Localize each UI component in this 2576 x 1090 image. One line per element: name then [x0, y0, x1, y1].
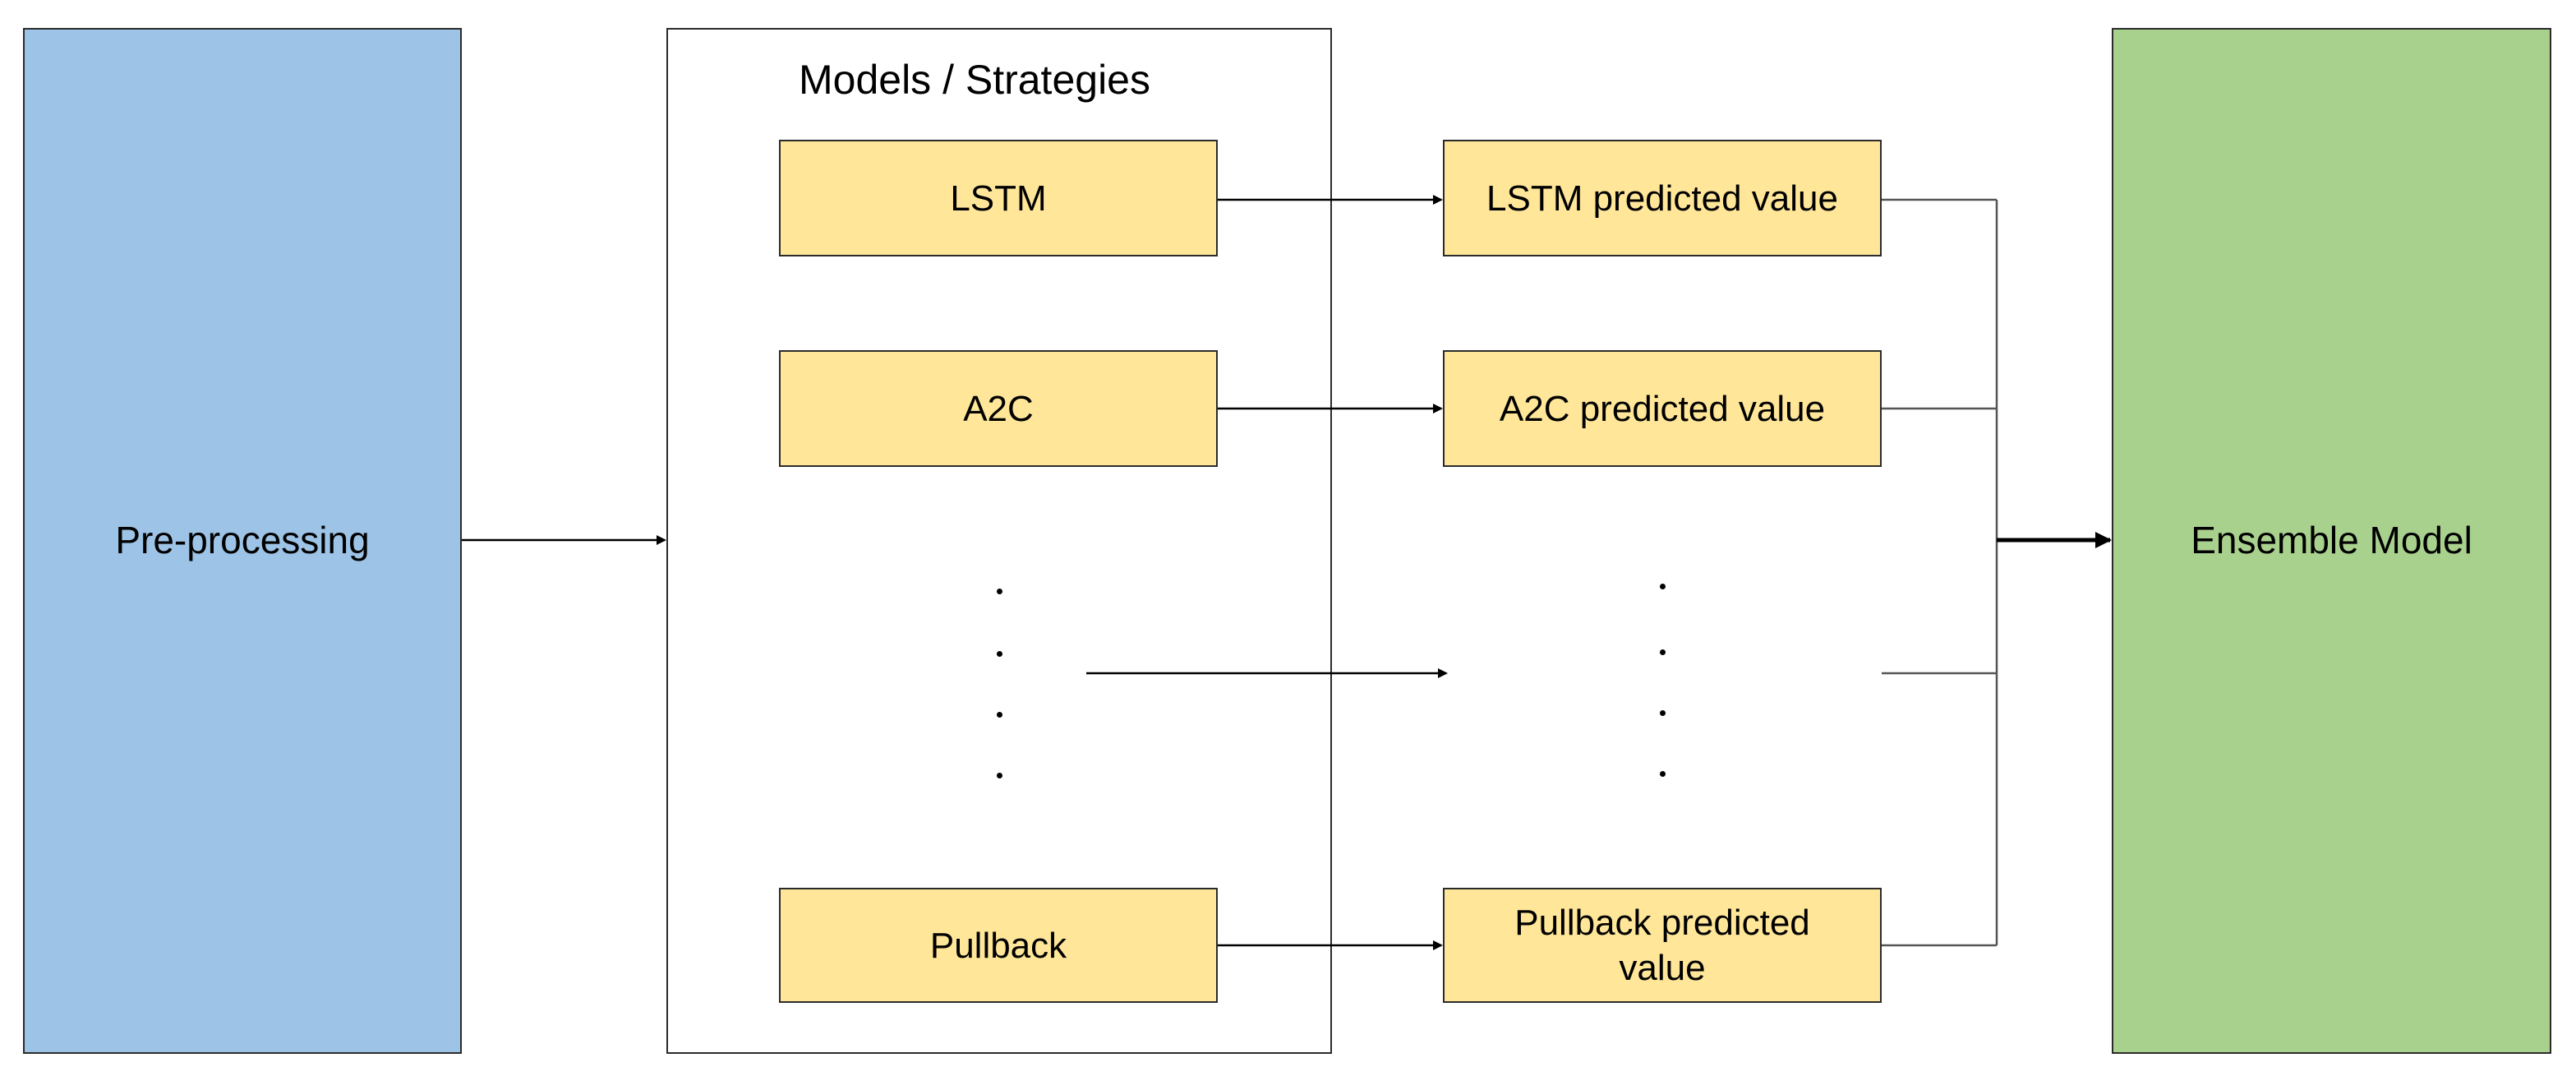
ellipsis-dot	[997, 712, 1002, 718]
output-box-lstm: LSTM predicted value	[1443, 140, 1882, 256]
ellipsis-dot	[997, 651, 1002, 657]
ellipsis-dot	[1660, 710, 1666, 716]
preprocessing-label: Pre-processing	[115, 519, 370, 562]
output-box-pullback: Pullback predicted value	[1443, 888, 1882, 1003]
ellipsis-dot	[1660, 649, 1666, 655]
model-box-pullback: Pullback	[779, 888, 1218, 1003]
ellipsis-dot	[1660, 771, 1666, 777]
model-label-lstm: LSTM	[950, 178, 1047, 219]
ellipsis-dot	[1660, 584, 1666, 589]
ellipsis-dot	[997, 589, 1002, 594]
models-strategies-title: Models / Strategies	[799, 57, 1150, 103]
model-label-a2c: A2C	[963, 388, 1034, 429]
output-label-lstm: LSTM predicted value	[1486, 178, 1838, 219]
ellipsis-dot	[997, 773, 1002, 778]
preprocessing-box: Pre-processing	[23, 28, 462, 1054]
model-box-lstm: LSTM	[779, 140, 1218, 256]
output-label-a2c: A2C predicted value	[1499, 388, 1826, 429]
ensemble-model-label: Ensemble Model	[2191, 519, 2472, 562]
ensemble-model-box: Ensemble Model	[2112, 28, 2551, 1054]
output-label-pullback: Pullback predicted value	[1514, 903, 1810, 988]
output-box-a2c: A2C predicted value	[1443, 350, 1882, 467]
model-label-pullback: Pullback	[929, 925, 1067, 966]
model-box-a2c: A2C	[779, 350, 1218, 467]
